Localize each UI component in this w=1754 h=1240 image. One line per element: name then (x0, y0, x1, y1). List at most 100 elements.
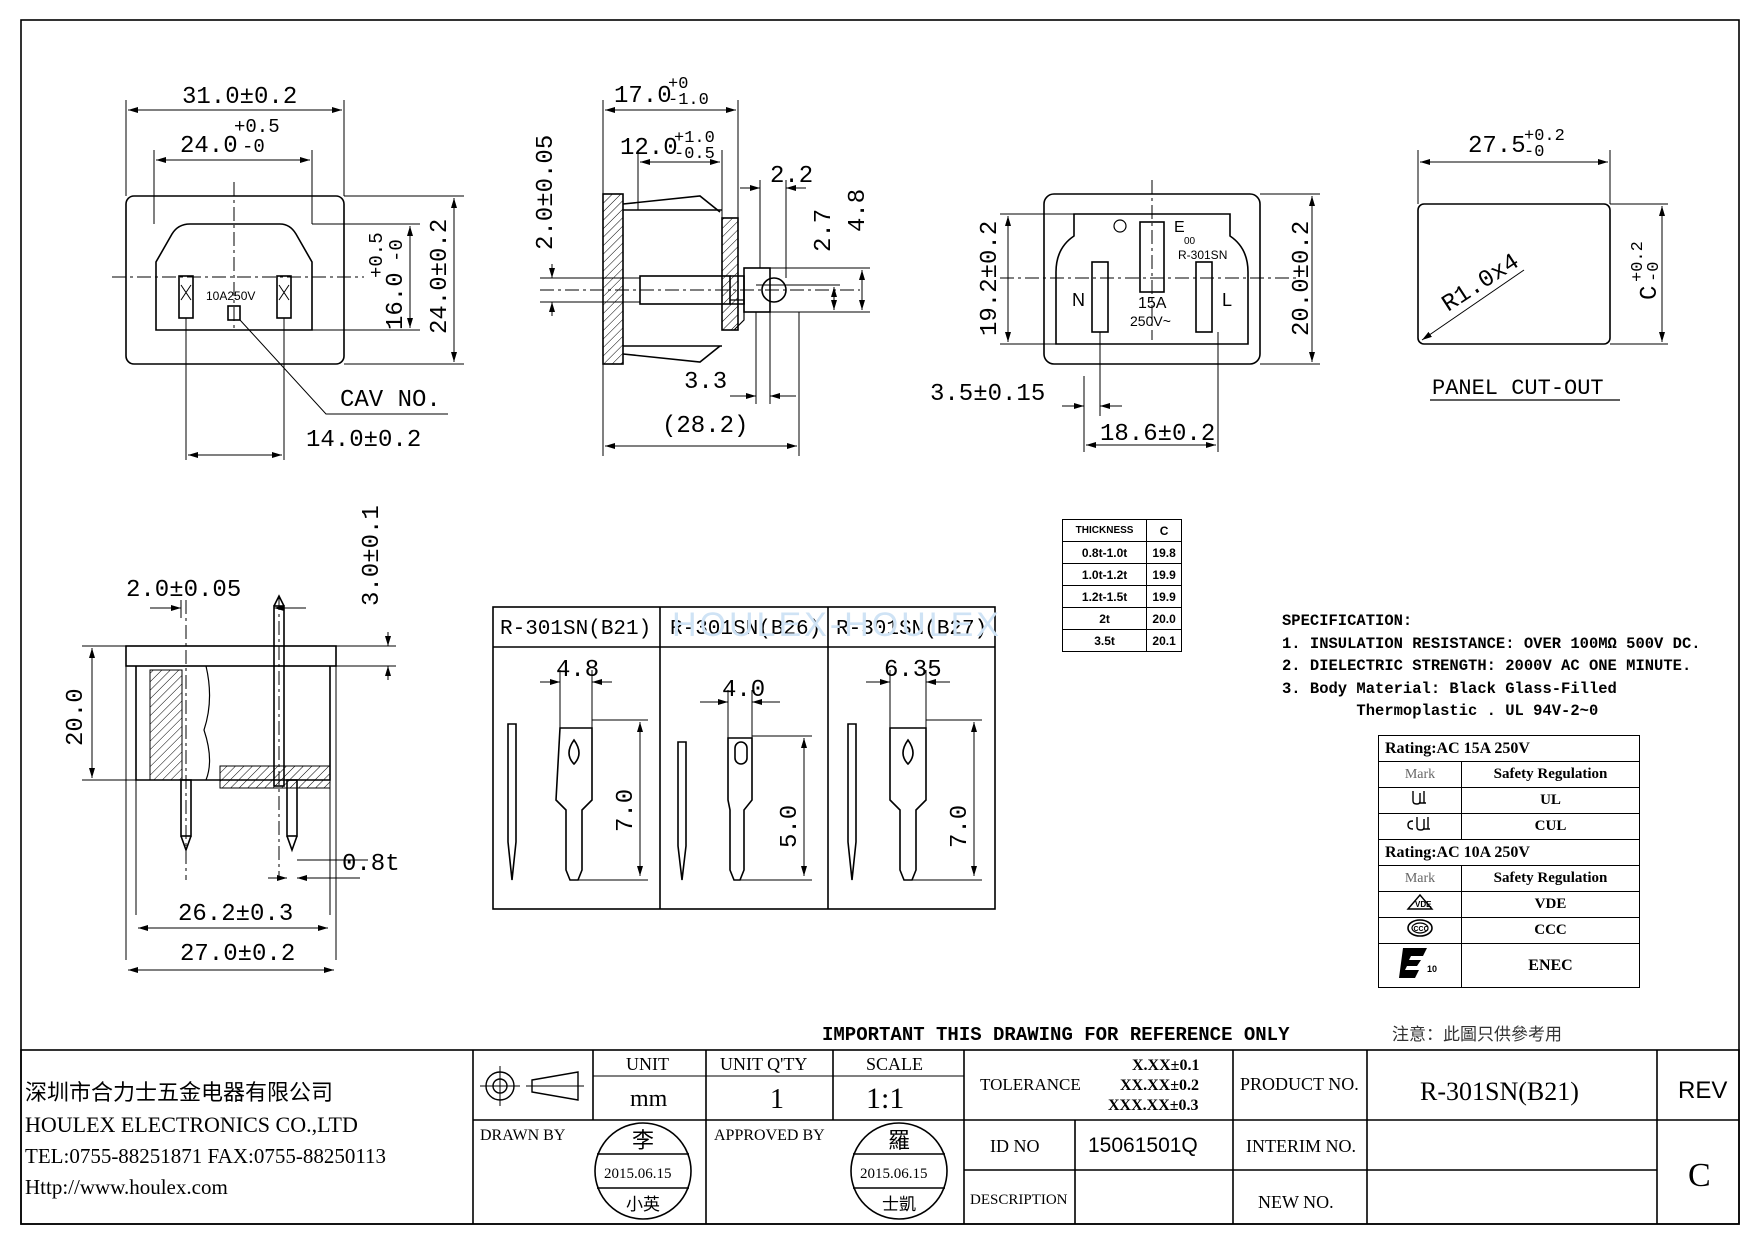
rev-label: REV (1678, 1077, 1727, 1104)
specification-title: SPECIFICATION: (1282, 612, 1413, 630)
company-name-cn: 深圳市合力士五金电器有限公司 (25, 1081, 333, 1106)
drawn-stamp-icon (594, 1122, 692, 1220)
svg-text:CCC: CCC (1414, 926, 1429, 933)
terminal-width-b27: 6.35 (884, 657, 942, 684)
dim-rear-inner-height: 19.2±0.2 (977, 221, 1004, 336)
cutout-title: PANEL CUT-OUT (1432, 376, 1604, 401)
notice-cn: 注意：此圖只供參考用 (1392, 1025, 1562, 1045)
approved-stamp-top: 羅 (888, 1129, 910, 1154)
rear-mark-e: E (1174, 219, 1185, 236)
terminal-variants (492, 606, 996, 910)
product-no: R-301SN(B21) (1420, 1077, 1579, 1106)
panel-cutout-view (1417, 150, 1668, 401)
dim-section-thickness: 0.8t (342, 851, 400, 878)
table-cell: 1.0t-1.2t (1061, 563, 1148, 586)
rear-mark-oo: 00 (1184, 236, 1196, 247)
c-header: C (1146, 519, 1182, 542)
table-cell: 0.8t-1.0t (1061, 541, 1148, 564)
ul-mark-icon (1378, 787, 1462, 814)
dim-section-pin: 2.0±0.05 (126, 577, 241, 604)
rear-view (1000, 180, 1320, 452)
rating-10a: Rating:AC 10A 250V (1378, 839, 1640, 866)
table-cell: 1.2t-1.5t (1061, 585, 1148, 608)
rear-mark-volts: 250V~ (1130, 313, 1171, 329)
company-tel-fax: TEL:0755-88251871 FAX:0755-88250113 (25, 1144, 386, 1168)
id-no: 15061501Q (1088, 1134, 1198, 1157)
description-label: DESCRIPTION (970, 1192, 1068, 1208)
regulation-vde: VDE (1461, 891, 1640, 918)
dim-cutout-height-tol-low: -0 (1645, 262, 1664, 282)
enec-mark-icon: 10 (1378, 943, 1462, 988)
regulation-ul: UL (1461, 787, 1640, 814)
mark-header: Mark (1378, 761, 1462, 788)
front-body-text: 10A250V (206, 289, 255, 303)
dim-section-inner: 26.2±0.3 (178, 901, 293, 928)
terminal-title-b21: R-301SN(B21) (500, 618, 651, 641)
dim-front-height-tol-low: -0 (386, 239, 408, 262)
regulation-enec: ENEC (1461, 943, 1640, 988)
vde-mark-icon: VDE (1378, 891, 1462, 918)
approved-stamp-date: 2015.06.15 (860, 1166, 928, 1182)
company-name-en: HOULEX ELECTRONICS CO.,LTD (25, 1112, 358, 1137)
dim-side-tip: 3.3 (684, 369, 727, 396)
dim-cutout-width: 27.5 (1468, 133, 1526, 160)
drawn-by-label: DRAWN BY (480, 1127, 566, 1144)
approved-by-label: APPROVED BY (714, 1127, 825, 1144)
table-cell: 20.0 (1146, 607, 1182, 630)
dim-side-depth-tol-up: +0 (668, 75, 688, 94)
drawn-stamp-date: 2015.06.15 (604, 1166, 672, 1182)
rear-mark-amps: 15A (1138, 295, 1167, 312)
qty-label: UNIT Q'TY (720, 1054, 807, 1074)
rear-mark-l: L (1222, 290, 1232, 310)
title-block-grid (20, 1049, 1740, 1225)
dim-front-inner-height: 16.0 (383, 272, 410, 330)
dim-side-body-tol-up: +1.0 (674, 129, 715, 148)
cutout-radius: R1.0x4 (1438, 249, 1525, 319)
terminal-length-b27: 7.0 (947, 805, 974, 848)
projection-symbol-icon (480, 1066, 584, 1106)
tolerance-3: XXX.XX±0.3 (1108, 1097, 1199, 1114)
approved-stamp-bottom: 士凱 (882, 1195, 916, 1215)
dim-rear-height: 20.0±0.2 (1289, 221, 1316, 336)
svg-text:VDE: VDE (1415, 900, 1432, 909)
dim-side-depth-tol-low: -1.0 (668, 91, 709, 110)
dim-cutout-width-tol-up: +0.2 (1524, 127, 1565, 146)
dim-front-pin-pitch: 14.0±0.2 (306, 427, 421, 454)
dim-side-hole: 2.7 (811, 209, 838, 252)
dim-cutout-height: C (1637, 286, 1664, 300)
dim-section-flange: 3.0±0.1 (359, 505, 386, 606)
rear-mark-model: R-301SN (1178, 248, 1227, 262)
rev-value: C (1688, 1157, 1711, 1194)
terminal-width-b21: 4.8 (556, 657, 599, 684)
table-cell: 19.8 (1146, 541, 1182, 564)
dim-side-body-tol-low: -0.5 (674, 145, 715, 164)
tolerance-label: TOLERANCE (980, 1075, 1081, 1094)
section-view (82, 594, 396, 973)
id-no-label: ID NO (990, 1136, 1040, 1156)
regulation-header: Safety Regulation (1461, 865, 1640, 892)
rear-mark-n: N (1072, 290, 1085, 310)
scale-label: SCALE (866, 1054, 923, 1074)
drawn-stamp-top: 李 (632, 1129, 654, 1154)
dim-section-height: 20.0 (63, 688, 90, 746)
front-view (112, 100, 464, 460)
dim-front-width: 31.0±0.2 (182, 84, 297, 111)
interim-no-label: INTERIM NO. (1246, 1136, 1356, 1156)
ccc-mark-icon: CCC (1378, 917, 1462, 944)
terminal-length-b21: 7.0 (613, 789, 640, 832)
table-cell: 19.9 (1146, 585, 1182, 608)
regulation-header: Safety Regulation (1461, 761, 1640, 788)
cul-mark-icon (1378, 813, 1462, 840)
dim-cutout-height-tol-up: +0.2 (1629, 241, 1648, 282)
table-cell: 19.9 (1146, 563, 1182, 586)
specification-block: SPECIFICATION: 1. INSULATION RESISTANCE:… (1282, 610, 1701, 723)
side-view (540, 100, 870, 456)
notice-en: IMPORTANT THIS DRAWING FOR REFERENCE ONL… (822, 1024, 1290, 1046)
scale-value: 1:1 (866, 1082, 904, 1115)
dim-front-height: 24.0±0.2 (427, 219, 454, 334)
thickness-header: THICKNESS (1061, 519, 1148, 542)
terminal-length-b26: 5.0 (777, 805, 804, 848)
new-no-label: NEW NO. (1258, 1192, 1334, 1212)
specification-line: Thermoplastic . UL 94V-2~0 (1282, 702, 1599, 720)
